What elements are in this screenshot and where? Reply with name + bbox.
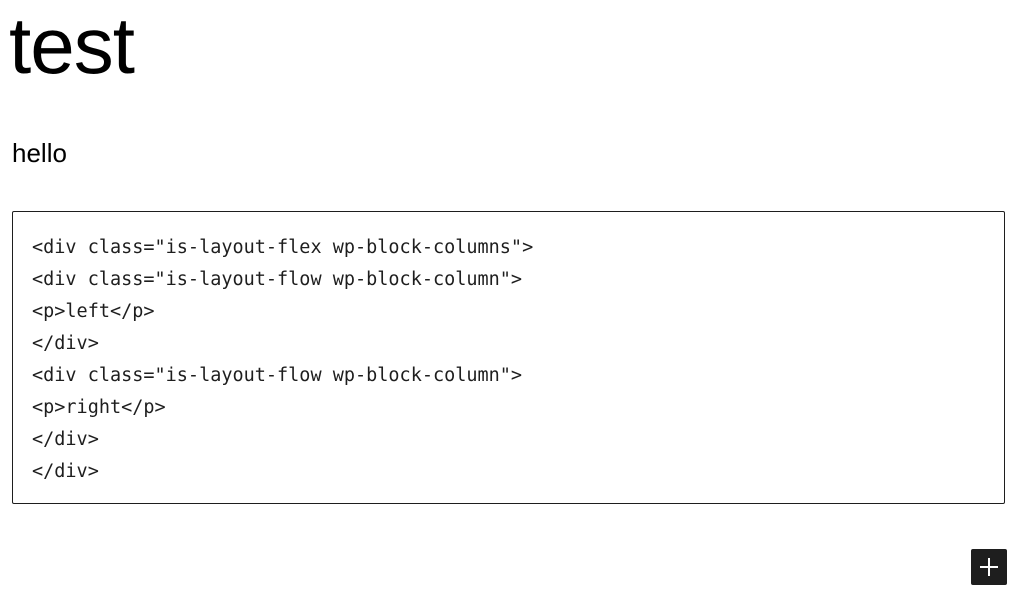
paragraph-block[interactable]: hello [12, 138, 67, 168]
code-line: </div> [32, 429, 99, 450]
code-line: </div> [32, 333, 99, 354]
add-block-button[interactable] [971, 549, 1007, 585]
plus-icon [978, 556, 1000, 578]
code-block[interactable]: <div class="is-layout-flex wp-block-colu… [12, 211, 1005, 504]
code-line: <p>right</p> [32, 397, 166, 418]
post-title[interactable]: test [9, 1, 135, 90]
code-line: <div class="is-layout-flex wp-block-colu… [32, 237, 534, 258]
code-line: </div> [32, 461, 99, 482]
code-line: <div class="is-layout-flow wp-block-colu… [32, 269, 523, 290]
code-line: <div class="is-layout-flow wp-block-colu… [32, 365, 523, 386]
code-line: <p>left</p> [32, 301, 155, 322]
